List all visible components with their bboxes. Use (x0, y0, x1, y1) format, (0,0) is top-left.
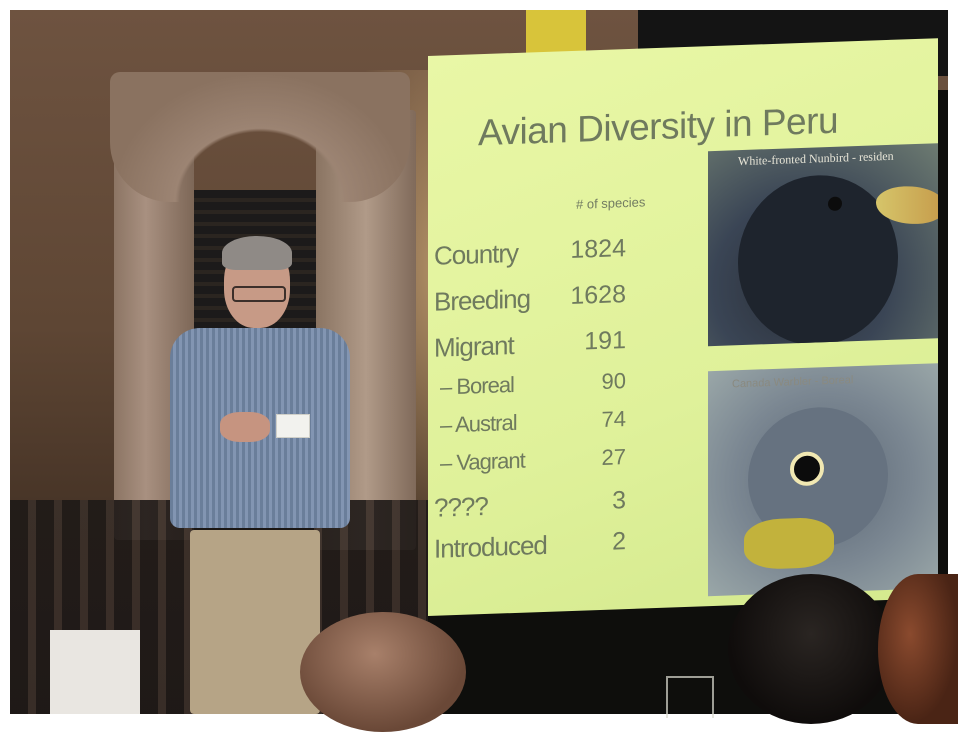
photo1-caption: White-fronted Nunbird - residen (738, 148, 894, 169)
audience-head-red (878, 574, 958, 724)
tablecloth (50, 630, 140, 714)
row-value: 27 (601, 444, 626, 470)
nunbird-head (738, 172, 898, 347)
row-value: 74 (601, 406, 626, 432)
row-label: – Boreal (440, 371, 514, 400)
row-value: 90 (601, 368, 626, 394)
row-label: – Austral (440, 409, 517, 438)
row-label: Breeding (434, 283, 531, 317)
slide-title: Avian Diversity in Peru (478, 99, 839, 154)
presenter-hair (222, 236, 292, 270)
audience-head-bald (300, 612, 466, 732)
row-label: ???? (434, 490, 488, 523)
row-value: 3 (612, 486, 626, 515)
curtain-valance (110, 72, 410, 202)
row-value: 1824 (570, 234, 626, 265)
audience-head-dark (728, 574, 894, 724)
column-header: # of species (576, 194, 646, 212)
warbler-throat (744, 516, 834, 570)
drinking-glass (666, 676, 714, 718)
presenter-pants (190, 530, 320, 714)
presenter-glasses (232, 286, 286, 302)
row-value: 2 (612, 527, 626, 556)
warbler-photo: Canada Warbler - Boreal (708, 363, 938, 597)
row-value: 191 (584, 326, 626, 356)
photo2-caption: Canada Warbler - Boreal (732, 374, 854, 391)
presenter (160, 236, 360, 714)
row-value: 1628 (570, 280, 626, 311)
projected-slide: Avian Diversity in Peru # of species Cou… (428, 38, 938, 616)
nunbird-photo: White-fronted Nunbird - residen (708, 143, 938, 347)
row-label: Introduced (434, 529, 547, 564)
row-label: – Vagrant (440, 447, 525, 476)
row-label: Country (434, 237, 519, 271)
row-label: Migrant (434, 330, 514, 363)
presenter-hand (220, 412, 270, 442)
name-badge (276, 414, 310, 438)
